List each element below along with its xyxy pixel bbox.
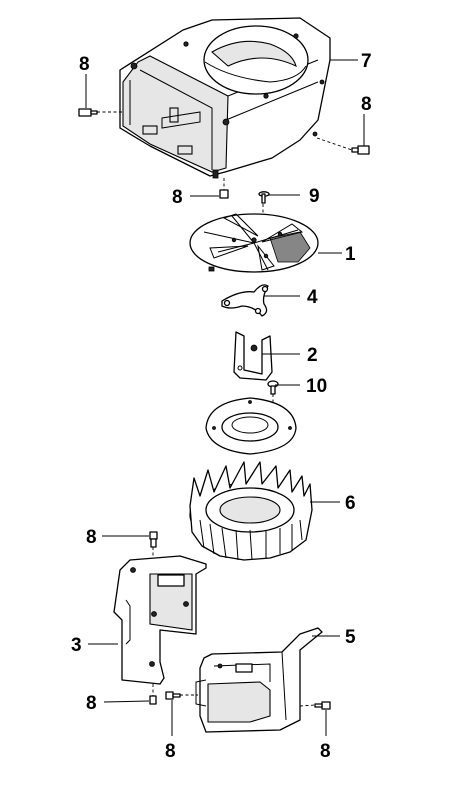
callout-8-shroud-top: 8: [86, 527, 97, 548]
rotating-screen: [189, 213, 319, 273]
fan-hub-plate: [205, 397, 297, 455]
screw-shroud-top: [149, 531, 158, 548]
spring-clip: [221, 284, 269, 317]
dashed-guide: [299, 704, 316, 707]
callout-6: 6: [345, 493, 356, 514]
callout-8-lower-right: 8: [320, 741, 331, 762]
lower-shroud: [195, 627, 323, 733]
callout-4: 4: [307, 287, 318, 308]
callout-8-shroud-bottom: 8: [86, 693, 97, 714]
leader-lines: [85, 59, 365, 736]
screen-bracket: [233, 331, 273, 381]
callout-7: 7: [361, 51, 372, 72]
flywheel-fan: [189, 461, 313, 561]
callout-8-housing-right: 8: [361, 94, 372, 115]
small-screw: [258, 191, 270, 204]
callout-3: 3: [71, 635, 82, 656]
screw-housing-bottom: [219, 189, 229, 199]
screw-housing-right: [351, 145, 370, 155]
callout-2: 2: [307, 345, 318, 366]
dashed-guide: [316, 137, 353, 151]
callout-10: 10: [306, 376, 327, 397]
callout-1: 1: [345, 244, 356, 265]
callout-8-housing-bottom: 8: [172, 187, 183, 208]
callout-5: 5: [345, 627, 356, 648]
side-shroud: [113, 555, 207, 685]
screw-lower-right: [314, 701, 331, 710]
callout-8-lower-left: 8: [165, 741, 176, 762]
blower-housing: [119, 17, 331, 179]
callout-9: 9: [309, 186, 320, 207]
screw-shroud-bottom: [149, 695, 157, 705]
callout-8-housing-left: 8: [79, 54, 90, 75]
bracket-screw: [267, 380, 279, 395]
screw-lower-left: [165, 691, 181, 700]
screw-housing-left: [78, 108, 98, 117]
